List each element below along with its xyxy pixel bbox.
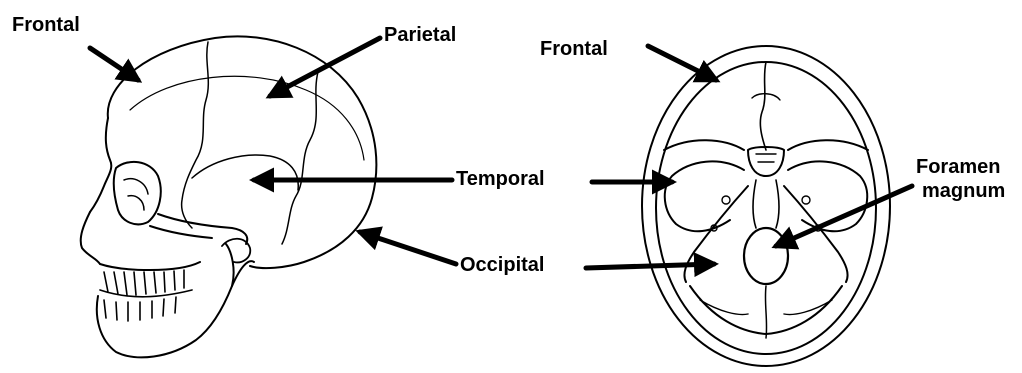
lateral-cranium-outline [108,36,377,268]
petrous-ridge-right [784,186,848,282]
lateral-brow-outline [90,118,111,212]
label-occipital: Occipital [460,254,544,276]
maxilla-outline [100,262,200,270]
orbit-outline [114,162,161,224]
clivus [753,180,779,228]
label-parietal: Parietal [384,24,456,46]
arrows [90,38,912,268]
coronal-suture [182,42,209,228]
label-magnum: magnum [922,180,1005,202]
arrow-frontal-base [648,46,716,80]
lambdoid-suture [282,72,318,244]
teeth [100,270,192,297]
arrow-foramen-magnum [776,186,912,246]
lateral-skull-drawing [81,36,377,357]
label-foramen: Foramen [916,156,1000,178]
arrow-frontal-lateral [90,48,138,80]
arrow-parietal [270,38,380,96]
lateral-nasal-outline [81,212,100,264]
arrow-occipital-base [586,264,714,268]
label-frontal-lateral: Frontal [12,14,80,36]
foramen-magnum-shape [744,228,788,284]
petrous-ridge-left [684,186,748,282]
label-temporal: Temporal [456,168,545,190]
label-frontal-base: Frontal [540,38,608,60]
ear-canal [222,239,250,263]
arrow-occipital-lateral [360,232,456,264]
squamosal-suture [192,155,298,190]
middle-fossa-left [665,161,744,231]
cranial-base-drawing [642,46,890,366]
